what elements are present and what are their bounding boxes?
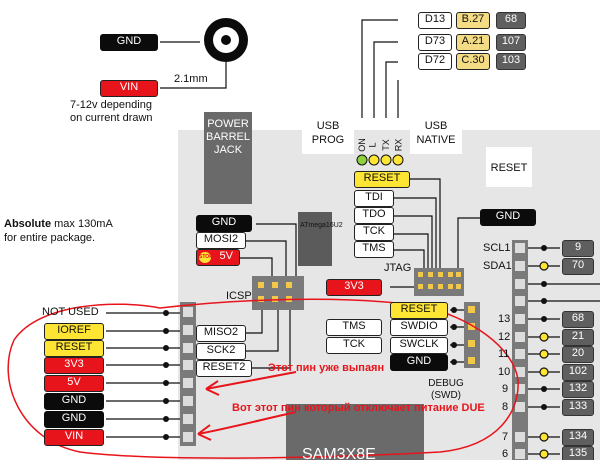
jtag-gnd-label: GND — [480, 209, 536, 226]
reset-button-box — [486, 147, 532, 187]
digital-pin-11-num: 20 — [562, 346, 594, 363]
jack-vin-label: VIN — [100, 80, 158, 97]
led-rx-label: RX — [393, 138, 404, 152]
jtag-tdi-label: TDI — [354, 190, 394, 207]
right-pin-scl1: SCL1 — [483, 242, 511, 254]
stop-label: STOP — [199, 254, 213, 260]
jtag-tck-label: TCK — [354, 224, 394, 241]
digital-pin-8: 8 — [502, 401, 509, 413]
current-note-bold: Absolute — [4, 218, 52, 230]
digital-pin-10-num: 102 — [562, 364, 594, 381]
usb-prog-box — [302, 114, 354, 154]
jtag-reset-label: RESET — [354, 171, 410, 188]
usb-prog-line1: USB — [316, 120, 340, 132]
barrel-jack-line3: JACK — [213, 144, 243, 156]
sam3x8e-chip-label: SAM3X8E — [302, 446, 376, 460]
left-pin-gnd-2: GND — [44, 411, 104, 428]
digital-pin-7-num: 134 — [562, 429, 594, 446]
usb-prog-line2: PROG — [311, 134, 345, 146]
jtag-tms-label: TMS — [354, 241, 394, 258]
stop-icon — [199, 252, 211, 263]
swd-gnd-label: GND — [390, 354, 448, 371]
icsp-mosi2-label: MOSI2 — [196, 232, 246, 249]
usb-native-box — [410, 114, 462, 154]
digital-pin-6-num: 135 — [562, 446, 594, 460]
jack-size: 2.1mm — [174, 73, 208, 85]
swd-swclk-label: SWCLK — [390, 337, 448, 354]
vin-note-line2: on current drawn — [70, 112, 153, 124]
current-note-line1: Absolute max 130mA — [4, 218, 113, 230]
barrel-jack-line1: POWER — [207, 118, 249, 130]
jtag-3v3-label: 3V3 — [326, 279, 382, 296]
led-on-label: ON — [356, 138, 367, 152]
top-pin-d72-port: C.30 — [456, 53, 490, 70]
usb-native-line2: NATIVE — [416, 134, 456, 146]
top-pin-d73-num: 107 — [496, 34, 526, 51]
swd-swdio-label: SWDIO — [390, 319, 448, 336]
jtag-label: JTAG — [384, 262, 412, 274]
top-pin-d13-num: 68 — [496, 12, 526, 29]
led-tx-label: TX — [380, 139, 391, 151]
top-pin-d13-name: D13 — [418, 12, 452, 29]
digital-pin-7: 7 — [502, 431, 509, 443]
right-pin-sda1: SDA1 — [483, 260, 512, 272]
usb-native-line1: USB — [424, 120, 448, 132]
swd-tms-label: TMS — [326, 319, 382, 336]
swd-debug-line2: (SWD) — [431, 390, 461, 401]
led-l-label: L — [367, 142, 378, 148]
current-note-line2: for entire package. — [4, 232, 96, 244]
reset-button-label: RESET — [490, 162, 528, 174]
digital-pin-12-num: 21 — [562, 329, 594, 346]
right-pin-sda1-num: 70 — [562, 258, 594, 275]
icsp-miso2-label: MISO2 — [196, 325, 246, 342]
jack-gnd-label: GND — [100, 34, 158, 51]
top-pin-d72-num: 103 — [496, 53, 526, 70]
digital-pin-9-num: 132 — [562, 381, 594, 398]
annotation-pin-cuts-power: Вот этот пин который отключает питание D… — [232, 402, 485, 414]
swd-debug-line1: DEBUG — [428, 378, 464, 389]
icsp-reset2-label: RESET2 — [196, 360, 252, 377]
digital-pin-9: 9 — [502, 383, 509, 395]
vin-note-line1: 7-12v depending — [70, 99, 152, 111]
barrel-jack-line2: BARREL — [206, 131, 251, 143]
atmega-chip-label: ATmega16U2 — [300, 222, 343, 229]
top-pin-d73-port: A.21 — [456, 34, 490, 51]
top-pin-d13-port: B.27 — [456, 12, 490, 29]
current-note-rest: max 130mA — [51, 218, 113, 230]
icsp-label: ICSP — [226, 290, 252, 302]
digital-pin-13-num: 68 — [562, 311, 594, 328]
right-pin-scl1-num: 9 — [562, 240, 594, 257]
digital-pin-6: 6 — [502, 448, 509, 460]
annotation-pin-soldered: Этот пин уже выпаян — [268, 362, 385, 374]
digital-pin-13: 13 — [498, 313, 511, 325]
left-pin-vin: VIN — [44, 429, 104, 446]
left-pin-ioref: IOREF — [44, 323, 104, 340]
left-pin-5v: 5V — [44, 375, 104, 392]
icsp-gnd-label: GND — [196, 215, 252, 232]
top-pin-d73-name: D73 — [418, 34, 452, 51]
jtag-tdo-label: TDO — [354, 207, 394, 224]
top-pin-d72-name: D72 — [418, 53, 452, 70]
digital-pin-11: 11 — [498, 348, 510, 360]
digital-pin-8-num: 133 — [562, 399, 594, 416]
digital-pin-12: 12 — [498, 331, 511, 343]
left-pin-not-used: NOT USED — [42, 306, 99, 318]
left-pin-3v3: 3V3 — [44, 357, 104, 374]
icsp-sck2-label: SCK2 — [196, 343, 246, 360]
digital-pin-10: 10 — [498, 366, 511, 378]
swd-reset-label: RESET — [390, 302, 448, 319]
left-pin-gnd-1: GND — [44, 393, 104, 410]
left-pin-reset: RESET — [44, 340, 104, 357]
swd-tck-label: TCK — [326, 337, 382, 354]
